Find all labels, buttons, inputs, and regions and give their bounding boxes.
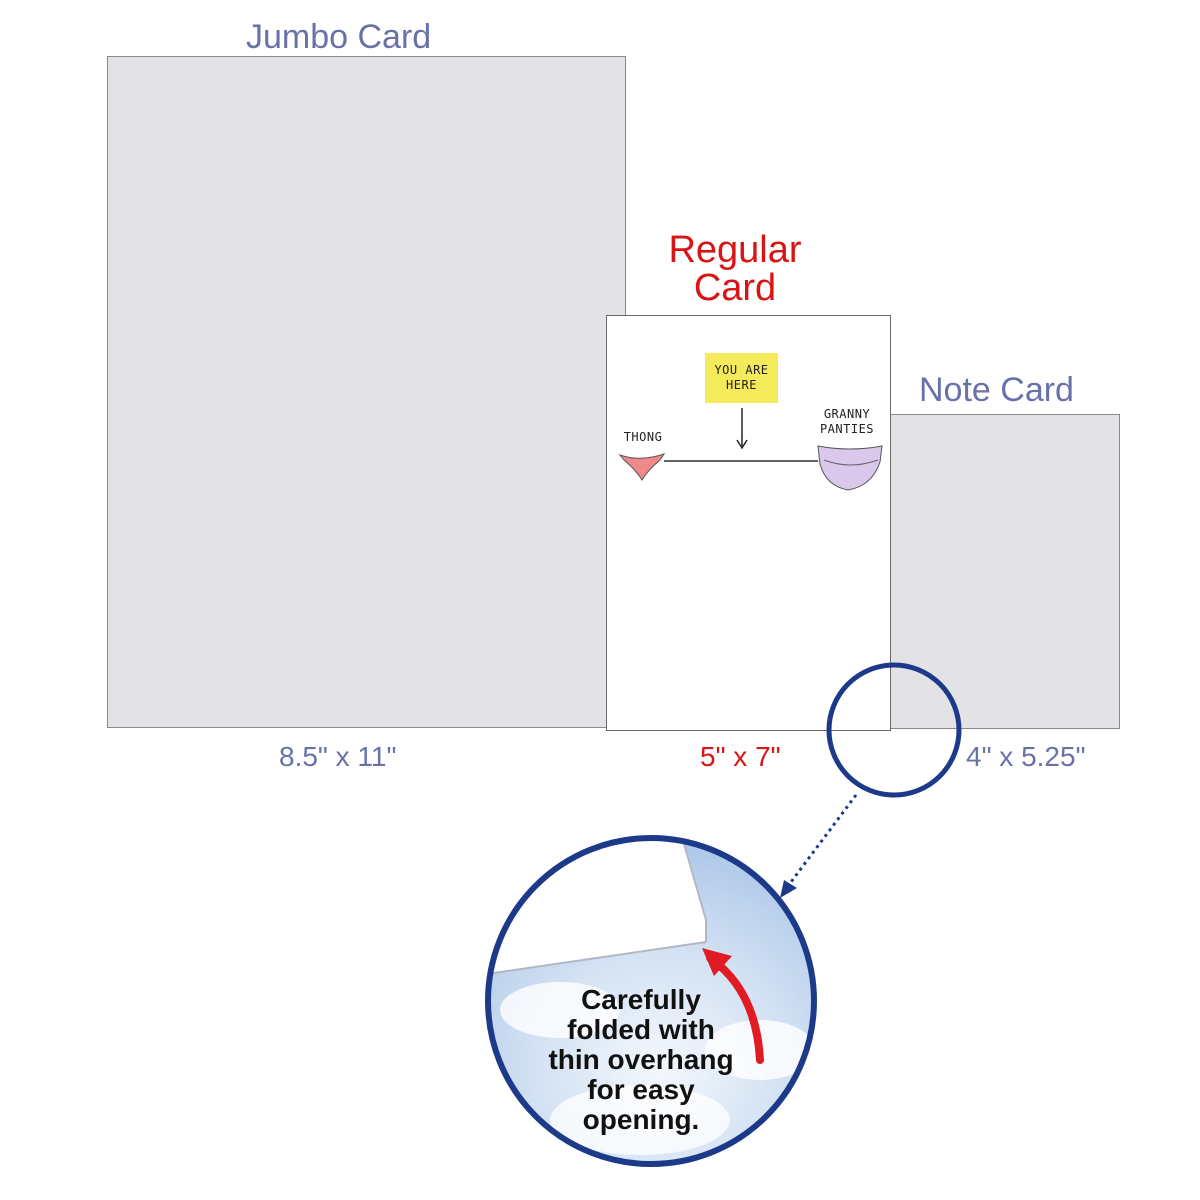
callout-text: Carefully folded with thin overhang for … xyxy=(526,985,756,1135)
jumbo-card-size: 8.5" x 11" xyxy=(279,741,397,772)
regular-card-title-line1: Regular xyxy=(668,229,802,271)
jumbo-card-title: Jumbo Card xyxy=(246,18,432,56)
note-card-title: Note Card xyxy=(919,371,1074,409)
down-arrow-head-icon xyxy=(736,439,748,450)
curved-red-arrow-head-icon xyxy=(702,948,732,976)
note-card-size: 4" x 5.25" xyxy=(966,741,1086,772)
callout-zoom-content xyxy=(488,838,814,1164)
callout-line-2: folded with xyxy=(567,1014,715,1045)
granny-panties-label-line1: GRANNY xyxy=(823,407,871,421)
regular-card xyxy=(606,315,891,731)
sticky-line1: YOU ARE xyxy=(714,363,769,377)
callout-line-4: for easy xyxy=(587,1074,695,1105)
magnifier-big-circle xyxy=(485,835,817,1167)
you-are-here-sticky-note: YOU ARE HERE xyxy=(705,353,778,403)
thong-label: THONG xyxy=(623,430,663,444)
granny-panties-label-line2: PANTIES xyxy=(819,422,875,436)
callout-arrow-head-icon xyxy=(780,880,797,898)
sticky-line2: HERE xyxy=(726,378,757,392)
regular-card-size: 5" x 7" xyxy=(700,741,781,772)
card-art-drawings xyxy=(618,408,883,491)
jumbo-card xyxy=(107,56,626,728)
regular-card-title: Regular Card xyxy=(640,231,830,307)
callout-line-1: Carefully xyxy=(581,984,701,1015)
callout-line-3: thin overhang xyxy=(548,1044,734,1075)
granny-panties-seam xyxy=(823,459,879,466)
thong-icon xyxy=(618,453,666,481)
magnifier-small-circle xyxy=(826,662,962,798)
callout-dotted-connector xyxy=(786,794,858,887)
callout-line-5: opening. xyxy=(582,1104,700,1135)
granny-panties-label: GRANNY PANTIES xyxy=(812,407,882,437)
granny-panties-icon xyxy=(817,445,883,491)
regular-card-title-line2: Card xyxy=(693,267,777,309)
